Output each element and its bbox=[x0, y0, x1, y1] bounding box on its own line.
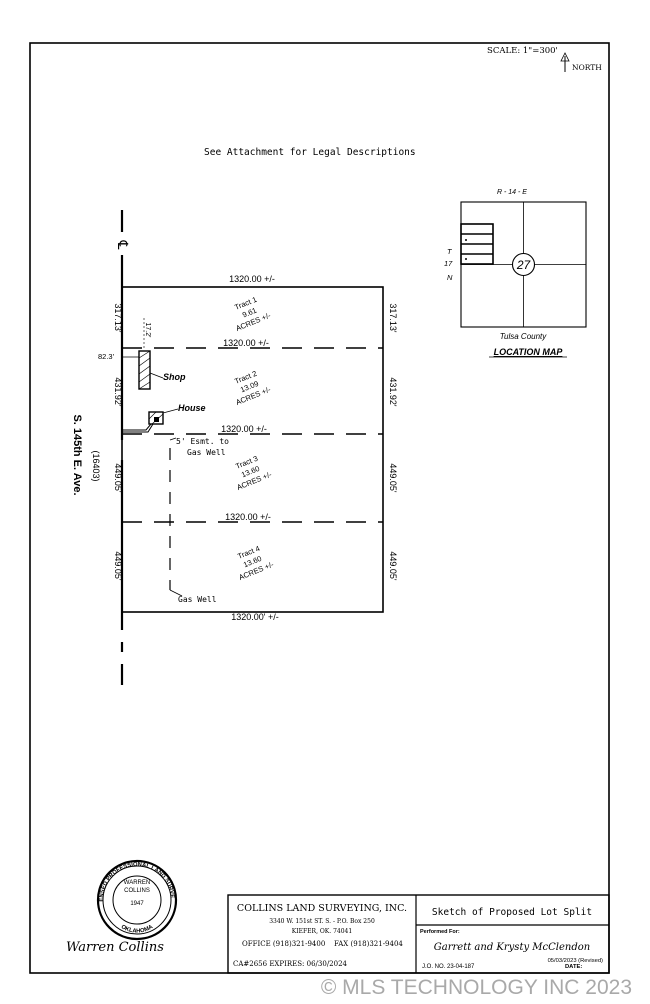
tract-1-label: Tract 1 9.61 ACRES +/- bbox=[233, 295, 272, 333]
county-label: Tulsa County bbox=[500, 332, 548, 341]
shop-label: Shop bbox=[163, 372, 186, 382]
surveyor-signature: Warren Collins bbox=[66, 940, 164, 955]
tract-4-label: Tract 4 13.60 ACRES +/- bbox=[236, 544, 275, 582]
property-boundary bbox=[121, 286, 384, 613]
house-label: House bbox=[178, 403, 206, 413]
company-address-2: KIEFER, OK. 74041 bbox=[292, 928, 352, 935]
centerline-symbol-icon: ℄ bbox=[114, 240, 130, 250]
dim-82-3: 82.3' bbox=[98, 352, 115, 361]
easement-label-line1: 5' Esmt. to bbox=[176, 437, 229, 446]
location-map: R - 14 - E 27 T 17 N Tulsa County LOCATI… bbox=[444, 189, 587, 358]
depth-east-tract-4: 449.05' bbox=[388, 551, 398, 581]
township-t: T bbox=[447, 247, 453, 256]
road-number: (16403) bbox=[91, 450, 101, 481]
north-line-length: 1320.00 +/- bbox=[229, 274, 275, 284]
depth-east-tract-2: 431.92' bbox=[388, 377, 398, 407]
company-name: COLLINS LAND SURVEYING, INC. bbox=[237, 903, 407, 914]
easement-label-line2: Gas Well bbox=[187, 448, 226, 457]
gas-well-label: Gas Well bbox=[178, 595, 217, 604]
interior-length-3: 1320.00 +/- bbox=[225, 512, 271, 522]
client-name: Garrett and Krysty McClendon bbox=[434, 942, 590, 953]
township-n: N bbox=[447, 273, 453, 282]
tract-2-label: Tract 2 13.09 ACRES +/- bbox=[233, 369, 272, 407]
depth-west-tract-3: 449.05' bbox=[113, 463, 123, 493]
south-line-length: 1320.00' +/- bbox=[231, 612, 279, 622]
title-block bbox=[227, 894, 610, 974]
date-label: DATE: bbox=[565, 964, 582, 970]
company-address-1: 3340 W. 151st ST. S. - P.O. Box 250 bbox=[269, 918, 375, 925]
range-label: R - 14 - E bbox=[497, 189, 527, 196]
ca-expiration: CA#2656 EXPIRES: 06/30/2024 bbox=[233, 960, 348, 968]
seal-number: 1947 bbox=[130, 901, 144, 907]
house-building bbox=[148, 411, 164, 425]
interior-length-1: 1320.00 +/- bbox=[223, 338, 269, 348]
north-label: NORTH bbox=[572, 63, 602, 72]
fax-phone: FAX (918)321-9404 bbox=[334, 940, 403, 948]
interior-length-2: 1320.00 +/- bbox=[221, 424, 267, 434]
depth-west-tract-4: 449.05' bbox=[113, 551, 123, 581]
legal-description-note: See Attachment for Legal Descriptions bbox=[204, 147, 416, 158]
location-map-title: LOCATION MAP bbox=[494, 347, 564, 357]
depth-west-tract-1: 317.13' bbox=[113, 303, 123, 333]
date-value: 05/03/2023 (Revised) bbox=[548, 958, 603, 964]
seal-name-2: COLLINS bbox=[124, 888, 150, 894]
job-number: J.O. NO. 23-04-187 bbox=[422, 964, 475, 970]
shop-building bbox=[138, 350, 151, 390]
dim-17-2: 17.2' bbox=[144, 323, 151, 338]
seal-ring-top: LICENSED PROFESSIONAL LAND SURVEYOR bbox=[0, 0, 175, 902]
surveyor-seal: LICENSED PROFESSIONAL LAND SURVEYOR OKLA… bbox=[0, 0, 178, 941]
mls-watermark: © MLS TECHNOLOGY INC 2023 bbox=[321, 976, 632, 999]
road-name: S. 145th E. Ave. bbox=[71, 414, 83, 495]
depth-east-tract-3: 449.05' bbox=[388, 463, 398, 493]
office-phone: OFFICE (918)321-9400 bbox=[242, 940, 325, 948]
depth-west-tract-2: 431.92' bbox=[113, 377, 123, 407]
north-arrow-icon bbox=[560, 52, 570, 72]
seal-name-1: WARREN bbox=[124, 880, 150, 886]
performed-for-label: Performed For: bbox=[420, 929, 460, 935]
depth-east-tract-1: 317.13' bbox=[388, 303, 398, 333]
seal-ring-bottom: OKLAHOMA bbox=[120, 924, 155, 935]
sketch-title: Sketch of Proposed Lot Split bbox=[432, 907, 592, 918]
tract-3-label: Tract 3 13.60 ACRES +/- bbox=[234, 454, 273, 492]
section-number: 27 bbox=[516, 258, 532, 272]
sheet-border bbox=[29, 42, 610, 974]
township-number: 17 bbox=[444, 259, 453, 268]
scale-label: SCALE: 1"=300' bbox=[487, 46, 558, 56]
